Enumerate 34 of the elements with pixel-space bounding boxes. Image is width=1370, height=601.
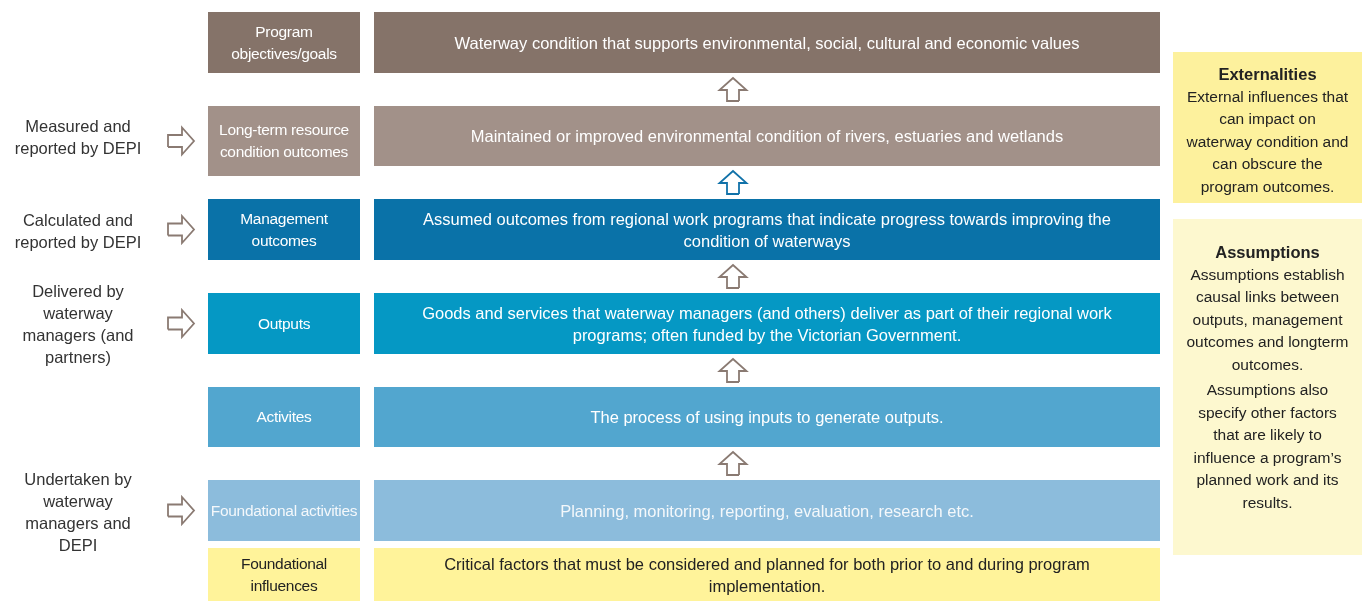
description-box: Assumed outcomes from regional work programs that indicate progress towards improving the condition of waterways: [374, 199, 1160, 260]
panel-heading: Externalities: [1218, 64, 1317, 85]
level-box: Outputs: [208, 293, 360, 354]
hollow-arrow: [717, 450, 749, 476]
hollow-arrow: [717, 263, 749, 289]
side-panel: [1173, 219, 1362, 555]
hollow-arrow: [167, 213, 196, 246]
note-text: Measured and reported by DEPI: [0, 112, 156, 162]
panel-text: Assumptions also specify other factors that are likely to influence a program’s planned work and its results.: [1192, 380, 1343, 513]
hollow-arrow: [167, 125, 196, 157]
panel-heading: Assumptions: [1215, 242, 1320, 263]
panel-text: External influences that can impact on waterway condition and can obscure the program outcomes.: [1185, 86, 1350, 197]
description-box: The process of using inputs to generate outputs.: [374, 387, 1160, 447]
level-box: Long-term resource condition outcomes: [208, 106, 360, 176]
description-box: Planning, monitoring, reporting, evaluation, research etc.: [374, 480, 1160, 541]
level-box: Management outcomes: [208, 199, 360, 260]
description-box: Critical factors that must be considered and planned for both prior to and during program implementation.: [374, 548, 1160, 601]
panel-text: Assumptions establish causal links between outputs, management outcomes and longterm outcomes.: [1185, 264, 1350, 375]
note-text: Calculated and reported by DEPI: [0, 206, 156, 256]
level-box: Foundational activities: [208, 480, 360, 541]
hollow-arrow: [717, 357, 749, 383]
description-box: Maintained or improved environmental condition of rivers, estuaries and wetlands: [374, 106, 1160, 166]
side-panel: [1173, 52, 1362, 203]
level-box: Program objectives/goals: [208, 12, 360, 73]
note-text: Delivered by waterway managers (and partners): [0, 280, 156, 368]
description-box: Goods and services that waterway managers (and others) deliver as part of their regional work programs; often funded by the Victorian Government.: [374, 293, 1160, 354]
hollow-arrow: [717, 76, 749, 102]
level-box: Activites: [208, 387, 360, 447]
description-box: Waterway condition that supports environmental, social, cultural and economic values: [374, 12, 1160, 73]
hollow-arrow: [167, 307, 196, 340]
hollow-arrow: [717, 169, 749, 195]
note-text: Undertaken by waterway managers and DEPI: [0, 466, 156, 558]
level-box: Foundational influences: [208, 548, 360, 601]
hollow-arrow: [167, 494, 196, 527]
